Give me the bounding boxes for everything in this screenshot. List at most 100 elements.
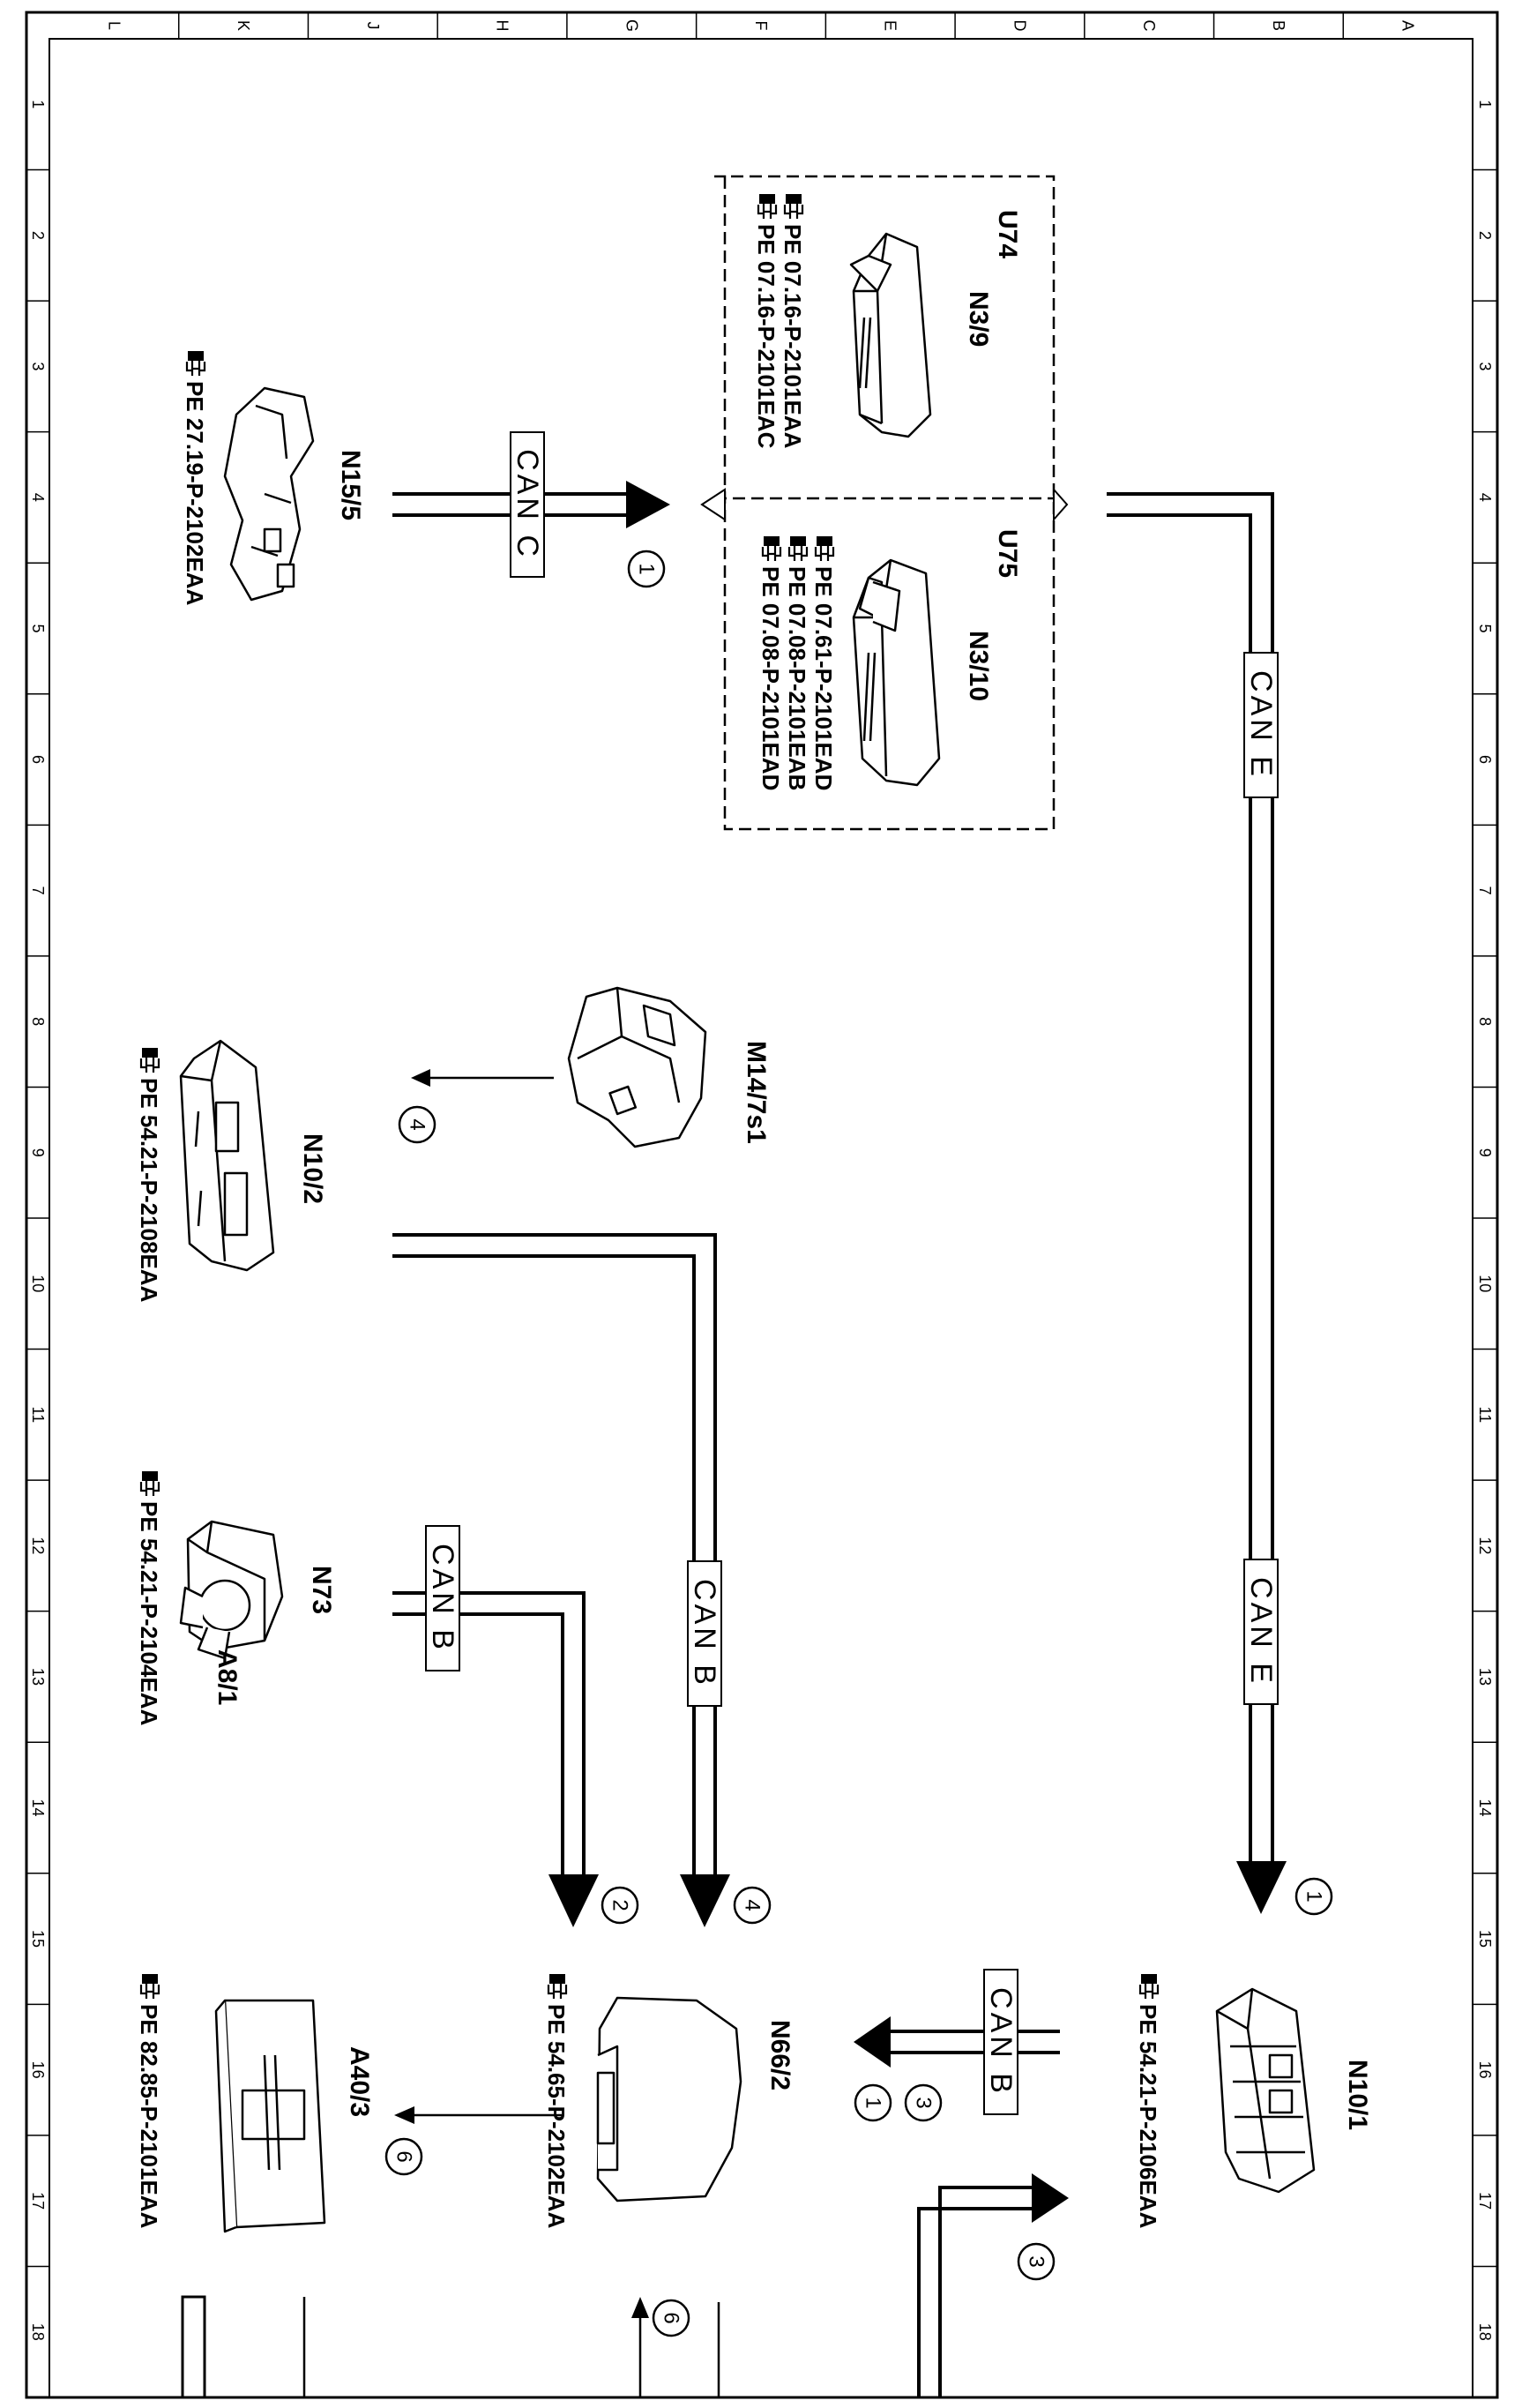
component-n10-1: N10/1	[1343, 2060, 1372, 2130]
component-m14-7s1: M14/7s1	[742, 1041, 771, 1144]
ruler-letter-f: F	[752, 21, 770, 31]
a40-3-ref: PE 82.85-P-2101EAA	[136, 2004, 162, 2229]
n10-1-label: N10/1	[1343, 2060, 1372, 2130]
pe-reference-icon	[139, 1046, 160, 1074]
can-e-wire	[1107, 492, 1274, 1861]
bus-label-can-e-bottom: CAN E	[1243, 1559, 1279, 1705]
left-ruler-number-10: 10	[29, 1275, 47, 1292]
pe-reference-icon	[139, 1469, 160, 1498]
ruler-letter-k: K	[235, 20, 252, 31]
a8-1-label: A8/1	[213, 1649, 242, 1705]
component-drawings	[179, 232, 1316, 2233]
u74-ref-block-2: PE 07.16-P-2101EAC	[753, 192, 780, 449]
marker-can-e: 1	[1294, 1877, 1333, 1916]
component-n66-2: N66/2	[765, 2020, 795, 2090]
ruler-letter-l: L	[105, 21, 123, 30]
marker-a40: 6	[384, 2137, 423, 2176]
n10-1-ref: PE 54.21-P-2106EAA	[1135, 2004, 1161, 2229]
right-ruler-number-16: 16	[1476, 2061, 1494, 2079]
svg-text:4: 4	[741, 1899, 765, 1911]
component-n3-9: N3/9	[964, 291, 993, 347]
right-ruler-number-5: 5	[1476, 624, 1494, 632]
bus-label-can-b-n73: CAN B	[425, 1525, 460, 1671]
left-ruler-number-6: 6	[29, 755, 47, 764]
n66-2-ref-block: PE 54.65-P-2102EAA	[543, 1972, 570, 2229]
pe-reference-icon	[1138, 1972, 1160, 2000]
n73-label: N73	[307, 1566, 336, 1614]
bus-label-can-c: CAN C	[510, 431, 545, 578]
left-ruler-number-4: 4	[29, 493, 47, 502]
svg-text:4: 4	[406, 1118, 429, 1130]
ruler-letter-e: E	[882, 20, 899, 31]
left-ruler-number-12: 12	[29, 1537, 47, 1554]
right-ruler-number-6: 6	[1476, 755, 1494, 764]
left-ruler-number-18: 18	[29, 2323, 47, 2341]
can-b-wire-bottom	[917, 2186, 1032, 2397]
n3-9-ecu-drawing	[849, 232, 932, 438]
bus-label-can-b-n10-2: CAN B	[687, 1560, 722, 1707]
n10-1-ref-block: PE 54.21-P-2106EAA	[1135, 1972, 1161, 2229]
n66-2-label: N66/2	[765, 2020, 795, 2090]
n73-eis-drawing	[179, 1520, 284, 1660]
fragment-left	[181, 2295, 206, 2397]
svg-text:CAN C: CAN C	[511, 449, 544, 560]
n15-5-ref-block: PE 27.19-P-2102EAA	[182, 349, 208, 606]
a40-3-head-unit-drawing	[214, 1999, 326, 2233]
svg-text:3: 3	[912, 2097, 936, 2108]
right-ruler-number-15: 15	[1476, 1930, 1494, 1948]
marker-can-c: 1	[627, 550, 666, 588]
n73-ref: PE 54.21-P-2104EAA	[136, 1501, 162, 1726]
right-ruler-number-4: 4	[1476, 493, 1494, 502]
svg-text:CAN B: CAN B	[688, 1579, 721, 1688]
right-ruler-number-12: 12	[1476, 1537, 1494, 1554]
can-b-arrowhead-n66	[854, 2016, 891, 2068]
ruler-letter-j: J	[364, 22, 382, 30]
pe-reference-icon	[757, 192, 778, 221]
bus-label-can-e-top: CAN E	[1243, 652, 1279, 798]
marker-bottom: 6	[652, 2299, 690, 2337]
n66-2-module-drawing	[596, 1996, 742, 2202]
n73-ref-block: PE 54.21-P-2104EAA	[136, 1469, 162, 1726]
svg-text:1: 1	[862, 2097, 885, 2108]
pe-reference-icon	[761, 535, 782, 563]
u75-ref-block-1: PE 07.61-P-2101EAD	[810, 535, 837, 790]
a8-1-key-drawing	[197, 1627, 231, 1660]
can-b-arrowhead-n73	[548, 1874, 599, 1927]
svg-text:CAN B: CAN B	[426, 1544, 459, 1653]
box-notch-right	[1053, 487, 1069, 522]
m14-7s1-label: M14/7s1	[742, 1041, 771, 1144]
u75-label: U75	[993, 529, 1022, 578]
m14-arrowhead	[411, 1069, 430, 1087]
n10-2-label: N10/2	[298, 1133, 327, 1204]
right-ruler-number-8: 8	[1476, 1017, 1494, 1026]
left-ruler-number-14: 14	[29, 1799, 47, 1816]
n66-2-ref: PE 54.65-P-2102EAA	[543, 2004, 570, 2229]
n3-9-label: N3/9	[964, 291, 993, 347]
svg-text:1: 1	[635, 563, 659, 574]
n3-10-label: N3/10	[964, 631, 993, 701]
n15-5-module-drawing	[223, 386, 315, 602]
right-ruler-number-11: 11	[1476, 1406, 1494, 1423]
left-ruler-number-15: 15	[29, 1930, 47, 1948]
marker-n10-1: 3	[1017, 2242, 1056, 2281]
n10-2-ref: PE 54.21-P-2108EAA	[136, 1078, 162, 1303]
bus-label-can-b-n66: CAN B	[983, 1969, 1018, 2115]
n15-5-ref: PE 27.19-P-2102EAA	[182, 381, 208, 606]
right-ruler-number-3: 3	[1476, 362, 1494, 370]
left-ruler-number-13: 13	[29, 1668, 47, 1686]
component-n73: N73	[307, 1566, 336, 1614]
u75-ref-block-2: PE 07.08-P-2101EAB	[784, 535, 810, 790]
can-c-arrowhead	[626, 481, 670, 528]
component-labels: N15/5 PE 27.19-P-2102EAA U74 N3/9 PE 07.…	[136, 192, 1372, 2229]
svg-text:CAN E: CAN E	[1244, 1577, 1278, 1686]
pe-reference-icon	[814, 535, 835, 563]
u74-ref-1: PE 07.16-P-2101EAA	[780, 224, 806, 449]
pe-reference-icon	[547, 1972, 568, 2000]
ruler-letter-d: D	[1011, 20, 1028, 32]
svg-text:CAN B: CAN B	[984, 1987, 1018, 2097]
svg-text:6: 6	[660, 2312, 683, 2323]
svg-text:2: 2	[608, 1899, 632, 1911]
right-ruler-number-7: 7	[1476, 886, 1494, 895]
arrowheads	[394, 481, 1287, 2318]
